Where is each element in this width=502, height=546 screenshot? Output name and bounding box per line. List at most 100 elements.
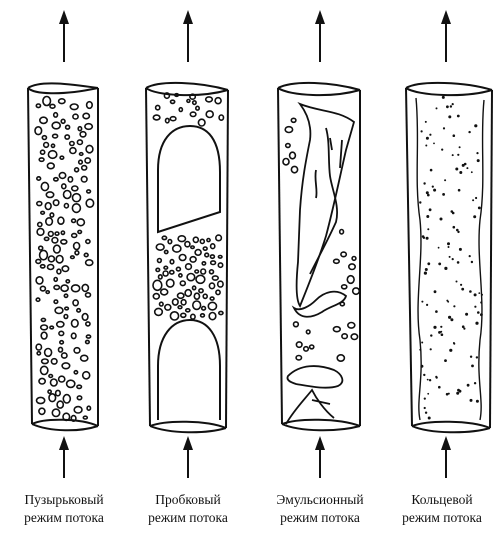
droplet xyxy=(426,237,429,240)
bubble xyxy=(65,135,69,139)
bubble xyxy=(153,280,162,290)
droplet xyxy=(468,131,470,133)
caption-annular-flow: Кольцевой режим потока xyxy=(381,491,502,527)
bubble xyxy=(294,322,299,327)
droplet xyxy=(450,318,453,321)
bubble xyxy=(219,311,223,314)
bubble xyxy=(86,240,90,244)
bubble xyxy=(86,199,93,207)
bubble xyxy=(54,113,58,117)
bubble xyxy=(310,345,314,349)
bubble xyxy=(36,344,41,350)
bubble xyxy=(87,406,90,410)
bubble xyxy=(77,219,84,226)
bubble xyxy=(56,256,63,263)
droplet xyxy=(471,171,473,173)
bubble xyxy=(86,145,93,152)
droplet xyxy=(433,326,436,329)
bubble xyxy=(194,293,199,299)
bubble xyxy=(61,231,64,234)
bubble xyxy=(191,314,195,319)
bubble xyxy=(170,117,176,121)
bubble xyxy=(193,286,196,290)
droplet xyxy=(453,305,455,307)
droplet xyxy=(430,169,433,172)
bubble xyxy=(44,237,48,240)
bubble xyxy=(36,298,40,301)
droplet xyxy=(448,393,450,395)
bubble xyxy=(54,278,57,282)
bubble xyxy=(203,294,207,298)
bubble xyxy=(86,322,90,326)
droplet xyxy=(452,258,454,260)
droplet xyxy=(425,121,427,123)
bubble xyxy=(36,277,43,284)
droplet xyxy=(421,342,423,344)
bubble xyxy=(178,306,182,309)
bubble xyxy=(167,279,174,287)
bubble xyxy=(207,239,210,242)
bubble xyxy=(72,234,77,238)
bubble xyxy=(57,269,61,274)
droplet xyxy=(476,152,478,154)
bubble xyxy=(72,285,80,292)
droplet xyxy=(474,382,476,384)
bubble xyxy=(156,244,164,250)
bubble xyxy=(49,375,53,378)
caption-churn-flow: Эмульсионный режим потока xyxy=(259,491,381,527)
bubble xyxy=(185,242,190,247)
bubble xyxy=(153,294,159,299)
flow-direction-arrow-top xyxy=(59,10,69,62)
bubble xyxy=(61,240,67,244)
droplet xyxy=(480,301,482,303)
irregular-gas-region xyxy=(286,104,354,424)
bubble xyxy=(341,252,346,257)
bubble xyxy=(196,275,205,283)
bubble xyxy=(37,202,42,206)
droplet xyxy=(469,255,471,257)
bubble xyxy=(51,359,57,364)
bubble xyxy=(78,230,82,233)
droplet xyxy=(455,168,458,171)
liquid-film-wall-right xyxy=(479,100,484,420)
bubble xyxy=(73,194,81,202)
bubble xyxy=(41,211,45,214)
bubble xyxy=(40,117,47,123)
bubble xyxy=(77,385,82,388)
bubble xyxy=(202,262,205,265)
bubble xyxy=(201,314,205,317)
bubble xyxy=(41,265,45,268)
bubble xyxy=(64,294,67,297)
bubble xyxy=(54,300,58,303)
droplet xyxy=(433,189,436,192)
bubble xyxy=(41,318,45,321)
bubble xyxy=(86,260,93,266)
bubble xyxy=(50,213,54,217)
bubble xyxy=(75,168,79,172)
annular-flow-panel xyxy=(406,10,492,478)
bubble xyxy=(165,250,168,253)
bubble xyxy=(206,97,213,102)
bubble xyxy=(42,359,49,364)
bubble xyxy=(286,144,290,148)
bubble xyxy=(210,255,214,258)
bubble xyxy=(158,259,162,263)
droplet xyxy=(432,186,434,188)
bubble xyxy=(218,255,222,258)
bubble xyxy=(66,280,69,283)
droplet xyxy=(421,301,423,303)
bubble xyxy=(61,285,68,291)
bubble xyxy=(179,108,182,112)
bubble xyxy=(340,302,344,306)
caption-line-1: Пузырьковый xyxy=(3,491,125,509)
droplet xyxy=(442,96,445,99)
bubble xyxy=(80,132,86,137)
droplet xyxy=(419,349,421,351)
droplet xyxy=(450,105,452,107)
bubble xyxy=(41,366,48,374)
droplet xyxy=(438,386,441,389)
caption-slug-flow: Пробковый режим потока xyxy=(127,491,249,527)
bubble xyxy=(351,334,357,340)
bubble xyxy=(46,218,53,225)
bubble xyxy=(36,104,40,108)
